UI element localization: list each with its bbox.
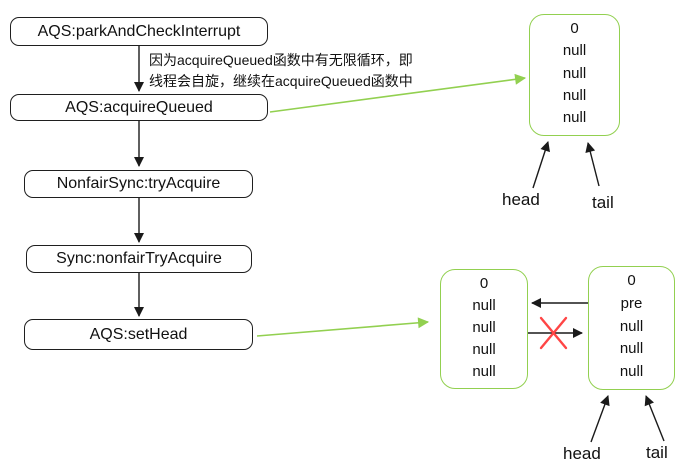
flow-node-nonfair-try-acquire: Sync:nonfairTryAcquire	[26, 245, 252, 273]
queue-value: null	[472, 363, 496, 380]
flow-node-label: AQS:parkAndCheckInterrupt	[37, 22, 241, 40]
bottom-head-pointer-arrow	[590, 395, 610, 443]
queue-value: null	[562, 109, 587, 126]
queue-value: null	[619, 363, 644, 380]
annotation-line-2: 线程会自旋，继续在acquireQueued函数中	[149, 73, 413, 89]
bottom-tail-label: tail	[646, 443, 668, 462]
queue-node-bottom-left: 0 null null null null	[440, 269, 528, 389]
annotation-line-1: 因为acquireQueued函数中有无限循环，即	[149, 52, 413, 68]
top-tail-label: tail	[592, 193, 614, 212]
queue-value: null	[562, 42, 587, 60]
annotation-text: 因为acquireQueued函数中有无限循环，即 线程会自旋，继续在acqui…	[149, 50, 413, 92]
red-cross-icon	[539, 316, 568, 350]
queue-value: null	[472, 297, 496, 314]
queue-node-top: 0 null null null null	[529, 14, 620, 136]
queue-value: pre	[620, 294, 643, 312]
top-tail-pointer-arrow	[585, 142, 600, 187]
bottom-tail-pointer-arrow	[644, 395, 665, 442]
flow-node-label: NonfairSync:tryAcquire	[56, 175, 221, 192]
top-head-pointer-arrow	[532, 141, 550, 189]
queue-value: 0	[479, 275, 489, 292]
flow-node-label: Sync:nonfairTryAcquire	[56, 250, 222, 267]
flow-node-acquire-queued: AQS:acquireQueued	[10, 94, 268, 121]
queue-value: null	[472, 319, 496, 336]
flow-node-label: AQS:acquireQueued	[65, 98, 213, 116]
queue-value: null	[619, 340, 644, 358]
flow-node-label: AQS:setHead	[89, 325, 188, 343]
queue-value: 0	[627, 272, 636, 289]
queue-value: null	[619, 317, 644, 335]
flow-node-try-acquire: NonfairSync:tryAcquire	[24, 170, 253, 198]
sethead-to-queue-arrow	[256, 317, 430, 337]
queue-value: 0	[570, 20, 579, 37]
bottom-head-label: head	[563, 444, 601, 463]
queue-node-bottom-right: 0 pre null null null	[588, 266, 675, 390]
top-head-label: head	[502, 190, 540, 209]
queue-value: null	[472, 341, 496, 358]
flow-node-set-head: AQS:setHead	[24, 319, 253, 350]
flow-node-park-and-check-interrupt: AQS:parkAndCheckInterrupt	[10, 17, 268, 46]
queue-value: null	[562, 86, 587, 104]
red-cross-icon	[539, 316, 568, 350]
queue-value: null	[562, 64, 587, 82]
